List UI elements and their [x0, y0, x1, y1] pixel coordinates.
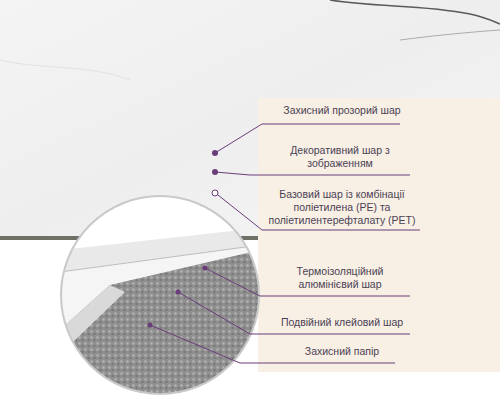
layer-label: Захисний прозорий шар	[262, 104, 422, 117]
magnifier-view	[60, 195, 260, 400]
magnifier-ring	[61, 196, 259, 394]
layer-label: Термоізоляційний алюмінієвий шар	[270, 265, 410, 291]
label-panel	[258, 98, 500, 372]
marble-vein	[0, 60, 130, 80]
marble-vein	[330, 0, 500, 24]
marble-vein	[400, 30, 500, 40]
layer-dot	[148, 323, 153, 328]
layer-dot	[203, 266, 208, 271]
layer-label: Захисний папір	[262, 345, 422, 358]
layer-dot	[176, 290, 181, 295]
layer-dot	[212, 169, 218, 175]
layer-dot	[212, 190, 218, 196]
layer-dot	[212, 150, 218, 156]
layer-label: Базовий шар із комбінації поліетилена (P…	[257, 188, 427, 227]
layer-label: Подвійний клейовий шар	[262, 316, 422, 329]
layer-label: Декоративний шар з зображенням	[270, 144, 410, 170]
